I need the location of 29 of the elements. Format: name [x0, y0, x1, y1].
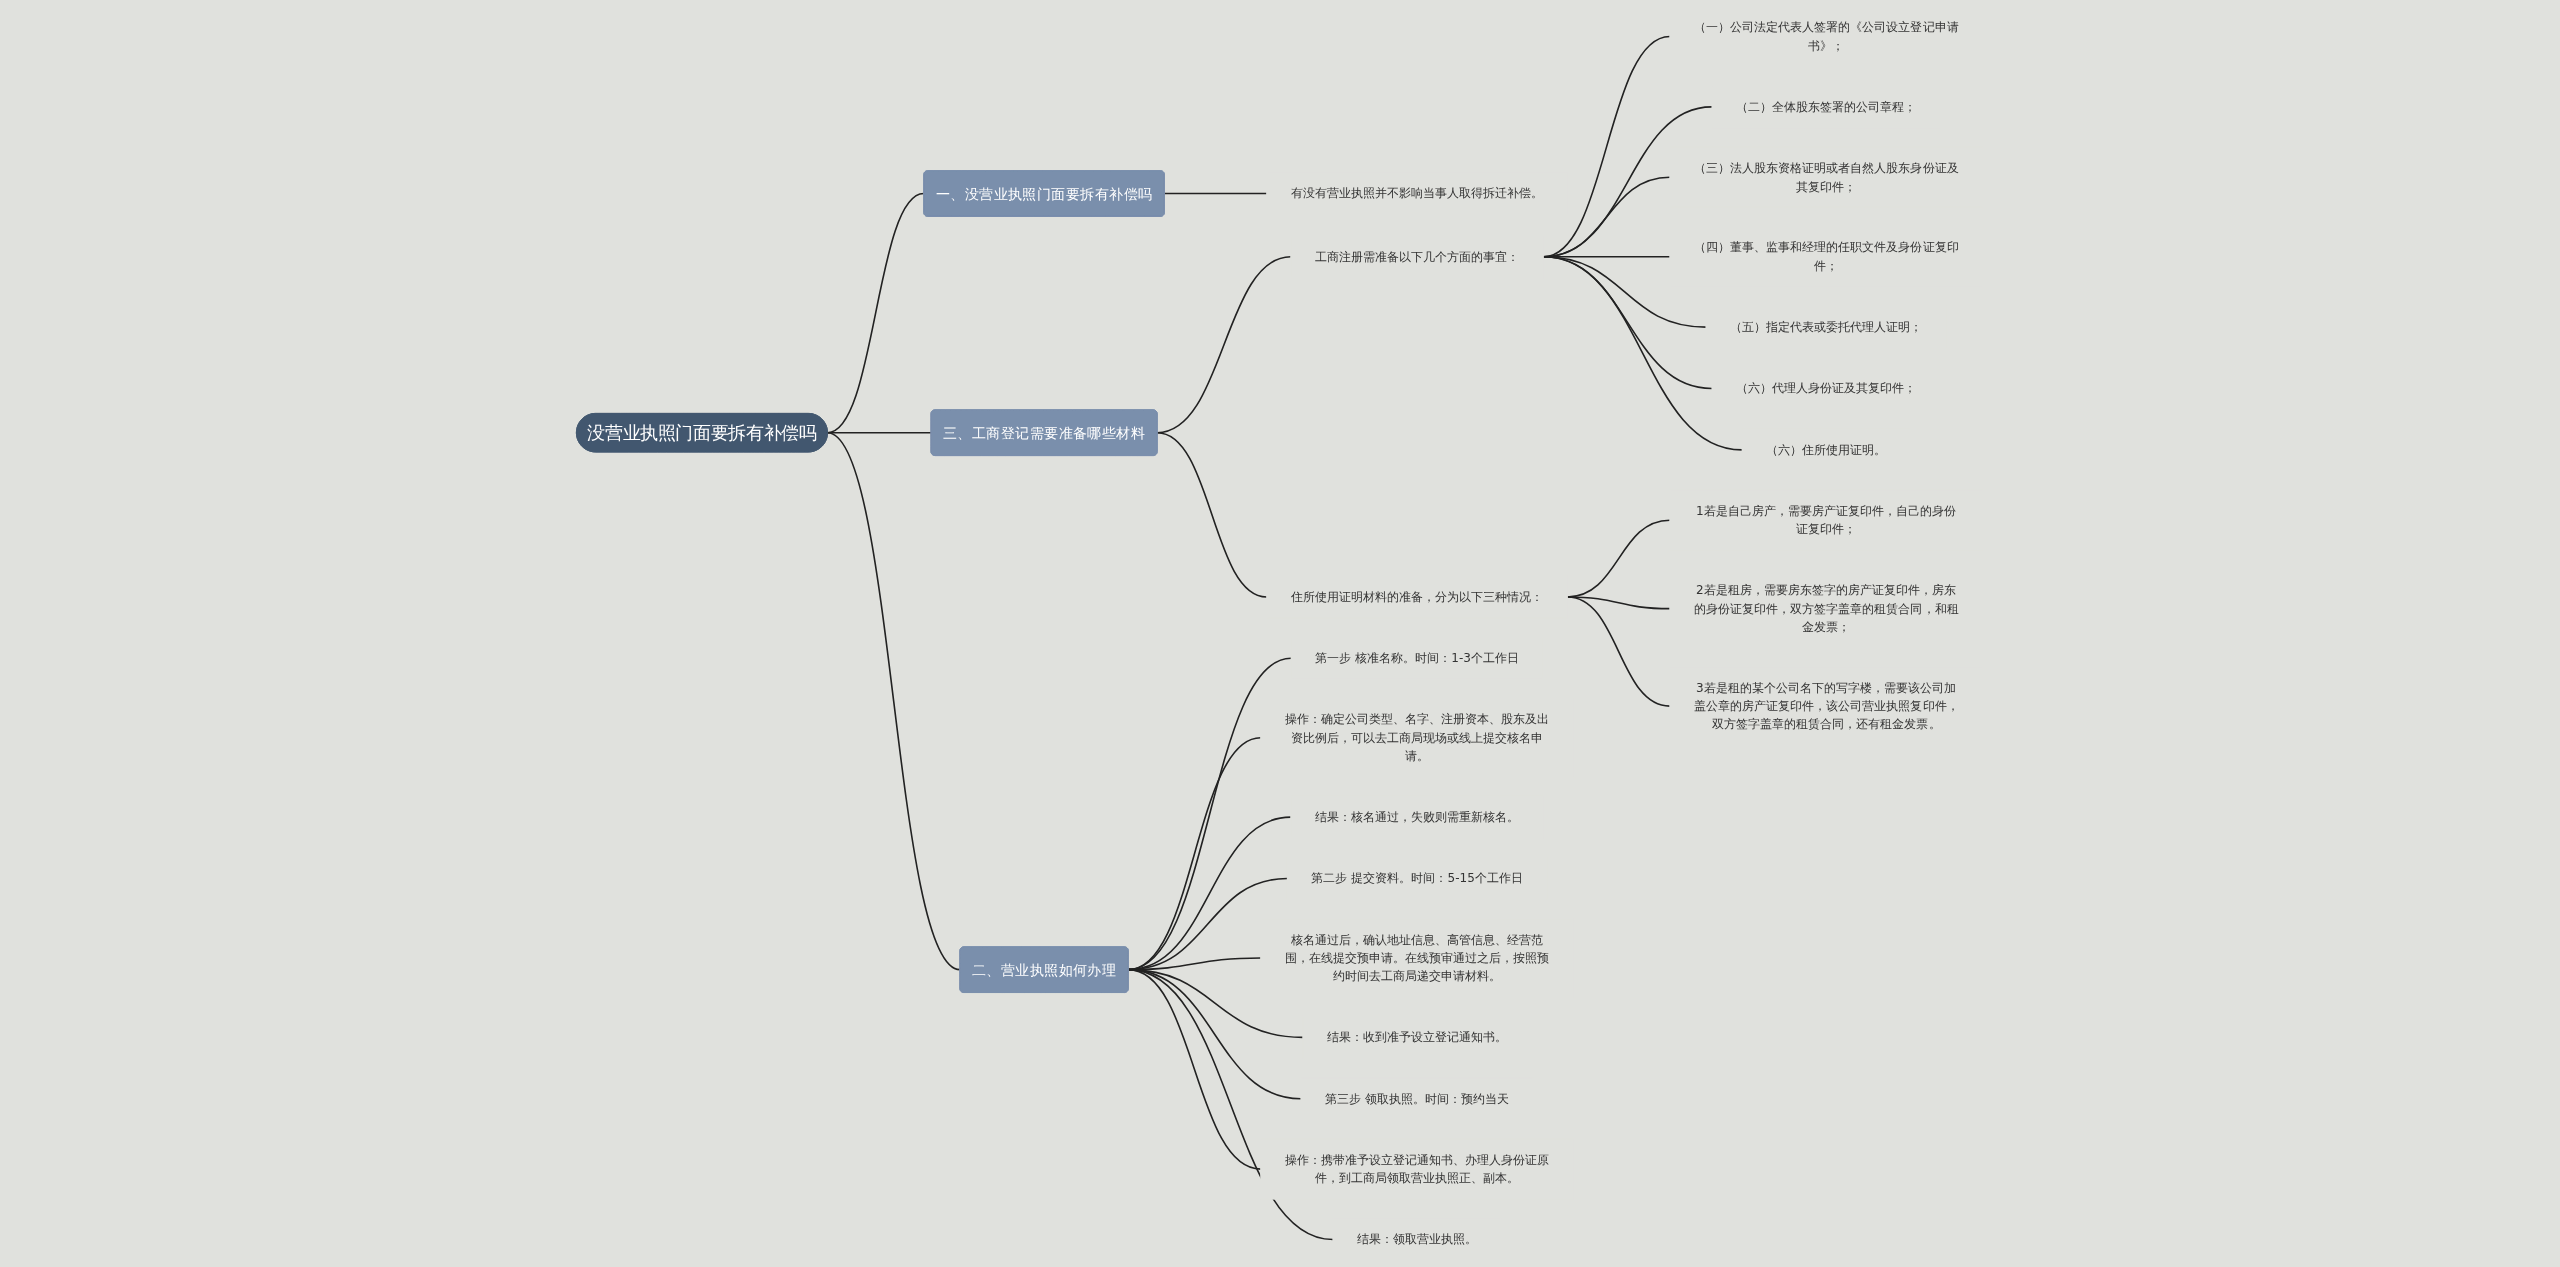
connector	[827, 192, 925, 434]
node-text: 结果：收到准予设立登记通知书。	[1327, 1029, 1508, 1045]
node-text: 操作：携带准予设立登记通知书、办理人身份证原件，到工商局领取营业执照正、副本。	[1285, 1152, 1550, 1186]
connector	[1543, 255, 1744, 451]
node-text: 结果：核名通过，失败则需重新核名。	[1315, 809, 1520, 825]
node-text: 结果：领取营业执照。	[1357, 1232, 1478, 1247]
node-text: （一）公司法定代表人签署的《公司设立登记申请书》；	[1694, 20, 1960, 53]
node-text: 2若是租房，需要房东签字的房产证复印件，房东的身份证复印件，双方签字盖章的租赁合同，和租金发票；	[1694, 583, 1960, 634]
node-text: 第二步 提交资料。时间：5-15个工作日	[1311, 871, 1524, 886]
connector	[827, 431, 962, 971]
node-text: 住所使用证明材料的准备，分为以下三种情况：	[1291, 589, 1544, 604]
connector	[1156, 431, 1268, 598]
node-text: （四）董事、监事和经理的任职文件及身份证复印件；	[1694, 240, 1960, 273]
node-text: （六）住所使用证明。	[1766, 442, 1887, 457]
node-text: （二）全体股东签署的公司章程；	[1736, 99, 1917, 114]
node-text: （五）指定代表或委托代理人证明；	[1730, 319, 1923, 335]
node-text: （三）法人股东资格证明或者自然人股东身份证及其复印件；	[1694, 160, 1960, 194]
node-text: 工商注册需准备以下几个方面的事宜：	[1315, 249, 1520, 264]
node-text: 第一步 核准名称。时间：1-3个工作日	[1315, 650, 1520, 666]
node-text: 1若是自己房产，需要房产证复印件，自己的身份证复印件；	[1696, 503, 1957, 537]
node-text: 有没有营业执照并不影响当事人取得拆迁补偿。	[1291, 186, 1544, 201]
node-text: 核名通过后，确认地址信息、高管信息、经营范围，在线提交预申请。在线预审通过之后，按照预约时间去工商局递交申请材料。	[1285, 932, 1550, 983]
node-text: （六）代理人身份证及其复印件；	[1736, 381, 1917, 396]
connector	[1127, 968, 1335, 1241]
node-text: 操作：确定公司类型、名字、注册资本、股东及出资比例后，可以去工商局现场或线上提交核名申请。	[1285, 712, 1550, 763]
node-text: 3若是租的某个公司名下的写字楼，需要该公司加盖公章的房产证复印件，该公司营业执照复印件，双方签字盖章的租赁合同，还有租金发票。	[1694, 680, 1960, 732]
connector	[1164, 192, 1268, 195]
node-text: 第三步 领取执照。时间：预约当天	[1325, 1091, 1510, 1106]
connector	[1567, 596, 1672, 707]
